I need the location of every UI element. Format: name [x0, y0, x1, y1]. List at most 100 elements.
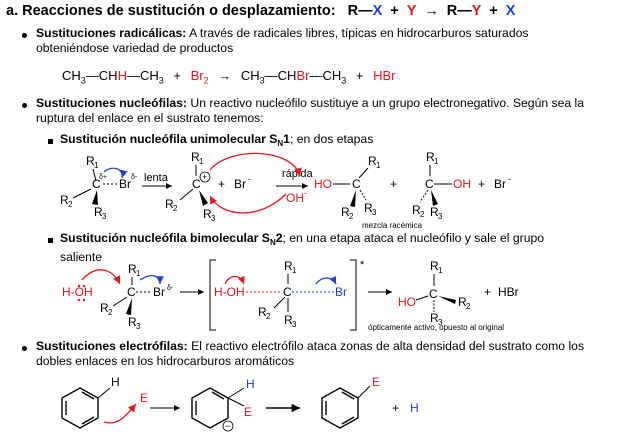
- svg-text:H: H: [246, 377, 255, 391]
- radical-heading: Sustituciones radicálicas:: [36, 26, 187, 40]
- svg-text:Br: Br: [153, 285, 165, 299]
- electrophilic-scheme: H E H E − E + H: [61, 375, 419, 432]
- svg-text:1: 1: [136, 269, 141, 278]
- svg-text:lenta: lenta: [144, 172, 169, 184]
- svg-text:3: 3: [136, 322, 141, 331]
- sn1-text: ; en dos etapas: [289, 132, 374, 146]
- svg-text:C: C: [127, 285, 136, 299]
- svg-text:R: R: [284, 313, 293, 327]
- sigma-complex: H E −: [191, 377, 255, 432]
- svg-text:R: R: [203, 207, 212, 221]
- svg-text:1: 1: [376, 161, 381, 170]
- sn2-nucleophile: H-OH: [62, 284, 93, 302]
- radical-equation: CH3—CHH—CH3 + Br2 → CH3—CHBr—CH3 + HBr: [62, 68, 396, 86]
- svg-text:C: C: [352, 177, 361, 191]
- svg-text:C: C: [283, 285, 292, 299]
- svg-text:R: R: [94, 205, 103, 219]
- svg-text:E: E: [140, 391, 148, 405]
- svg-text:OH: OH: [286, 191, 304, 205]
- svg-text:+: +: [484, 285, 491, 299]
- svg-text:-: -: [304, 188, 307, 198]
- svg-text:1: 1: [292, 266, 297, 275]
- title-eq-r2: R: [446, 3, 458, 19]
- svg-text:R: R: [412, 203, 421, 217]
- svg-text:1: 1: [199, 157, 204, 166]
- svg-text:δ-: δ-: [167, 285, 174, 292]
- svg-text:R: R: [191, 150, 200, 164]
- svg-text:Br: Br: [234, 177, 246, 191]
- svg-text:3: 3: [292, 320, 297, 329]
- svg-text:OH: OH: [453, 177, 471, 191]
- svg-text:−: −: [225, 421, 230, 431]
- svg-text:H: H: [111, 375, 120, 389]
- radical-text2: obteniéndose variedad de productos: [36, 41, 234, 55]
- svg-text:3: 3: [211, 214, 216, 223]
- svg-text:R: R: [426, 150, 435, 164]
- svg-text:HBr: HBr: [498, 285, 519, 299]
- svg-text:R: R: [458, 295, 467, 309]
- page-title: a. Reacciones de sustitución o desplazam…: [6, 3, 516, 19]
- title-eq-x: X: [372, 3, 383, 19]
- svg-text:2: 2: [68, 200, 73, 209]
- svg-text:E: E: [372, 375, 380, 389]
- sn2-heading: Sustitución nucleófila bimolecular S: [60, 231, 270, 245]
- svg-text:R: R: [341, 205, 350, 219]
- radical-paragraph: Sustituciones radicálicas: A través de r…: [36, 26, 528, 56]
- svg-text:Br: Br: [335, 285, 347, 299]
- svg-text:R: R: [430, 311, 439, 325]
- svg-text:H-OH: H-OH: [62, 285, 93, 299]
- svg-text:2: 2: [349, 212, 354, 221]
- svg-text:R: R: [430, 205, 439, 219]
- svg-text:δ+: δ+: [99, 174, 107, 181]
- title-eq-plus2: +: [489, 3, 498, 19]
- svg-text:HO: HO: [314, 177, 332, 191]
- svg-text:R: R: [128, 315, 137, 329]
- svg-text:+: +: [390, 177, 397, 191]
- bullet-nucleophilic: [22, 103, 27, 108]
- svg-text:+: +: [478, 177, 485, 191]
- title-eq-arrow: →: [424, 3, 439, 19]
- sn2-heading-line: Sustitución nucleófila bimolecular SN2; …: [60, 231, 545, 264]
- title-eq-plus: +: [390, 3, 399, 19]
- benzene-product: E: [321, 375, 380, 429]
- svg-text:R: R: [284, 259, 293, 273]
- svg-text:2: 2: [108, 308, 113, 317]
- title-label: a. Reacciones de sustitución o desplazam…: [6, 3, 336, 19]
- sn1-heading-line: Sustitución nucleófila unimolecular SN1;…: [60, 132, 374, 148]
- svg-text:C: C: [429, 287, 438, 301]
- svg-text:3: 3: [438, 318, 443, 327]
- svg-text:R: R: [258, 305, 267, 319]
- electrophilic-heading: Sustituciones electrófilas:: [36, 339, 188, 353]
- svg-text:H-OH: H-OH: [214, 285, 245, 299]
- bullet-sn2: [48, 238, 53, 243]
- nucleophilic-text2: ruptura del enlace en el sustrato tenemo…: [36, 111, 264, 125]
- electrophilic-text1: El reactivo electrófilo ataca zonas de a…: [187, 339, 585, 353]
- svg-text:E: E: [244, 405, 252, 419]
- racemic-label: mezcla racémica: [362, 221, 423, 230]
- svg-text:R: R: [128, 262, 137, 276]
- svg-text:C: C: [192, 177, 201, 191]
- title-eq-y: Y: [406, 3, 417, 19]
- sn2-text2: saliente: [60, 250, 103, 264]
- svg-text:1: 1: [438, 266, 443, 275]
- sn1-heading: Sustitución nucleófila unimolecular S: [60, 132, 278, 146]
- electrophilic-text2: dobles enlaces en los hidrocarburos arom…: [36, 354, 295, 368]
- title-eq-y2: Y: [471, 3, 482, 19]
- bullet-radical: [22, 33, 27, 38]
- svg-text:2: 2: [466, 302, 471, 311]
- svg-text:*: *: [360, 259, 365, 271]
- nucleophilic-heading: Sustituciones nucleófilas:: [36, 96, 188, 110]
- nucleophilic-text1: Un reactivo nucleófilo sustituye a un gr…: [187, 96, 585, 110]
- svg-text:3: 3: [102, 212, 107, 221]
- title-eq-r: R: [347, 3, 359, 19]
- svg-text:δ-: δ-: [131, 174, 138, 181]
- svg-text:3: 3: [372, 208, 377, 217]
- svg-text:2: 2: [266, 312, 271, 321]
